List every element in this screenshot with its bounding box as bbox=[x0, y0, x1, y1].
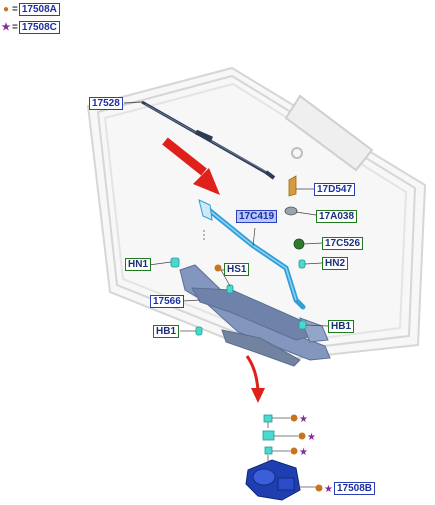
red-arrow-icon bbox=[162, 137, 220, 195]
svg-text:★: ★ bbox=[324, 484, 333, 495]
svg-text:★: ★ bbox=[299, 447, 308, 458]
callout-HN2: HN2 bbox=[322, 257, 349, 270]
nozzle-17D547 bbox=[288, 175, 297, 197]
nut-17C526 bbox=[293, 238, 305, 250]
legend-code: 17508C bbox=[18, 21, 60, 34]
callout-HB1-left: HB1 bbox=[153, 325, 180, 338]
legend-code: 17508A bbox=[18, 3, 60, 16]
cap-17A038 bbox=[284, 206, 298, 216]
legend-row-dot: ●=17508A bbox=[1, 3, 60, 16]
wiper-motor bbox=[245, 459, 301, 501]
legend-equals: = bbox=[12, 4, 18, 15]
wiper-linkage bbox=[179, 264, 331, 367]
callout-17528: 17528 bbox=[89, 97, 123, 110]
connector-clips bbox=[170, 257, 307, 336]
svg-text:★: ★ bbox=[299, 414, 308, 425]
callout-HN1: HN1 bbox=[125, 258, 152, 271]
callout-HB1-right: HB1 bbox=[328, 320, 355, 333]
motor-callout-markers: ★ ★ ★ ★ bbox=[272, 414, 333, 495]
star-icon: ★ bbox=[1, 22, 11, 33]
callout-17566: 17566 bbox=[150, 295, 184, 308]
motor-fasteners bbox=[262, 414, 275, 461]
dot-icon: ● bbox=[2, 4, 10, 15]
legend-equals: = bbox=[12, 22, 18, 33]
hs1-dot bbox=[214, 264, 222, 272]
callout-17D547: 17D547 bbox=[314, 183, 356, 196]
callout-17508B: 17508B bbox=[334, 482, 376, 495]
wiper-blade bbox=[123, 100, 276, 180]
svg-text:★: ★ bbox=[307, 432, 316, 443]
leader-lines bbox=[148, 188, 329, 332]
callout-17C526: 17C526 bbox=[322, 237, 364, 250]
callout-17A038: 17A038 bbox=[316, 210, 358, 223]
curved-arrow-icon bbox=[245, 355, 265, 403]
callout-HS1: HS1 bbox=[224, 263, 250, 276]
wiper-arm bbox=[198, 199, 306, 310]
callout-17C419: 17C419 bbox=[236, 210, 278, 223]
legend-row-star: ★=17508C bbox=[1, 21, 60, 34]
